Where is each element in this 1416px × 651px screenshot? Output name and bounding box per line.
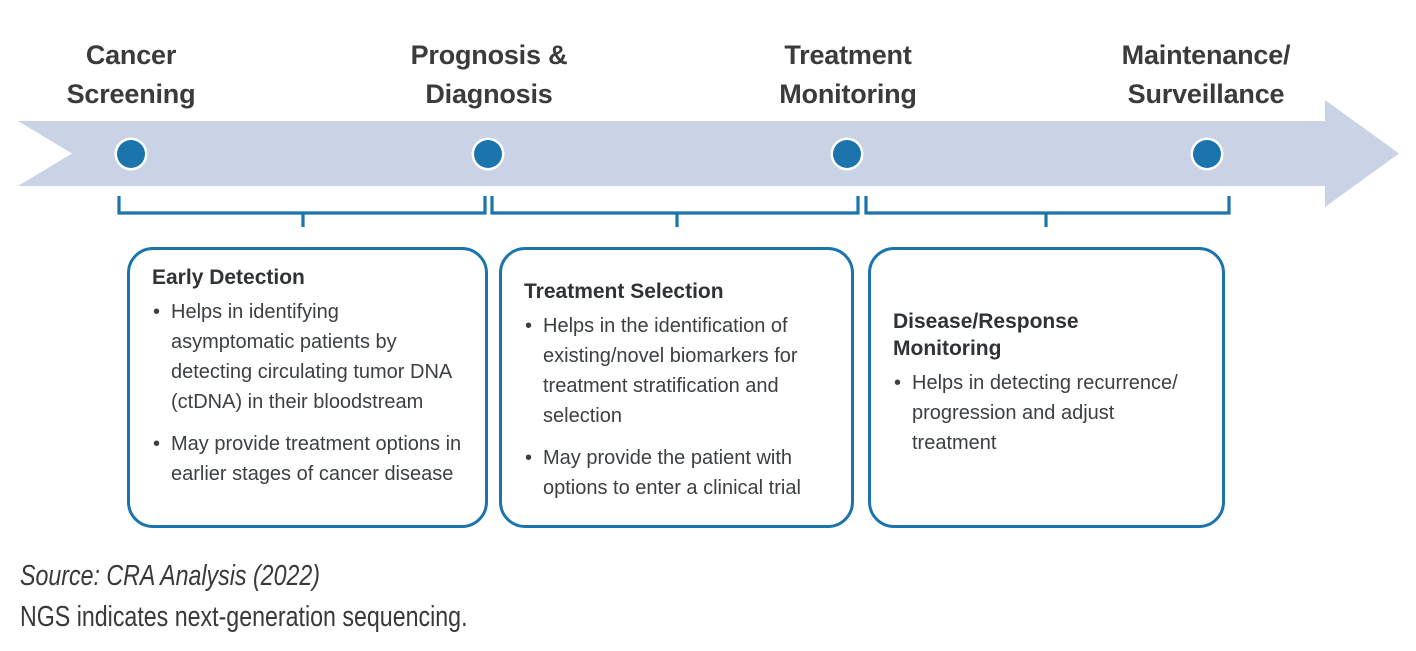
list-item: • May provide treatment options in earli… [150,429,465,489]
list-item-text: Helps in the identification of existing/… [543,315,798,427]
stage-dot-3-fill [1193,140,1221,168]
info-box-content: Early Detection • Helps in identifying a… [130,250,485,489]
timeline-arrow-band [18,100,1399,207]
bullet-glyph-icon: • [153,301,161,323]
stage-label-maintenance-surveillance: Maintenance/ Surveillance [1121,40,1291,109]
list-item-text: Helps in identifying asymptomatic patien… [171,301,452,413]
bullet-glyph-icon: • [894,372,902,394]
info-box-early-detection[interactable]: Early Detection • Helps in identifying a… [127,247,488,528]
info-box-bullet-list: • Helps in the identification of existin… [522,311,831,503]
info-box-bullet-list: • Helps in identifying asymptomatic pati… [150,297,465,489]
footer-source: Source: CRA Analysis (2022) [20,560,321,592]
info-box-disease-response-monitoring[interactable]: Disease/Response Monitoring • Helps in d… [868,247,1225,528]
bullet-glyph-icon: • [525,447,533,469]
list-item-text: May provide the patient with options to … [543,447,801,499]
bracket-disease-response-monitoring [864,196,1231,227]
info-box-title: Early Detection [152,266,305,289]
stage-dot-1-fill [474,140,502,168]
footer-abbreviation-note: NGS indicates next-generation sequencing… [20,601,468,633]
stage-dot-1[interactable] [471,137,505,171]
stage-dot-0[interactable] [114,137,148,171]
bullet-glyph-icon: • [525,315,533,337]
info-box-title: Treatment Selection [524,280,724,303]
footer: Source: CRA Analysis (2022) NGS indicate… [20,556,920,638]
stage-label-prognosis-diagnosis: Prognosis & Diagnosis [410,40,568,109]
info-box-content: Disease/Response Monitoring • Helps in d… [871,250,1222,458]
stage-dot-2-fill [833,140,861,168]
list-item: • Helps in the identification of existin… [522,311,831,431]
list-item-text: Helps in detecting recurrence/ progressi… [912,372,1178,454]
list-item: • Helps in detecting recurrence/ progres… [891,368,1202,458]
stage-dot-2[interactable] [830,137,864,171]
list-item-text: May provide treatment options in earlier… [171,433,462,485]
stage-label-cancer-screening: Cancer Screening [66,40,196,109]
bracket-treatment-selection [490,196,860,227]
stage-dot-0-fill [117,140,145,168]
bullet-glyph-icon: • [153,433,161,455]
bracket-early-detection [117,196,487,227]
list-item: • May provide the patient with options t… [522,443,831,503]
stage-label-treatment-monitoring: Treatment Monitoring [779,40,917,109]
info-box-bullet-list: • Helps in detecting recurrence/ progres… [891,368,1202,458]
stage-dot-3[interactable] [1190,137,1224,171]
info-box-content: Treatment Selection • Helps in the ident… [502,250,851,503]
info-box-title: Disease/Response Monitoring [893,310,1079,360]
list-item: • Helps in identifying asymptomatic pati… [150,297,465,417]
info-box-treatment-selection[interactable]: Treatment Selection • Helps in the ident… [499,247,854,528]
